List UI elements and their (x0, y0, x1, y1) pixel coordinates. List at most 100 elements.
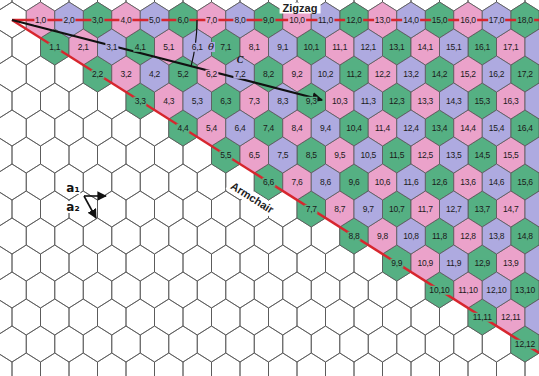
chirality-index: 11,10 (457, 286, 479, 295)
chirality-index: 10,7 (388, 205, 406, 214)
chirality-index: 2,2 (91, 70, 104, 79)
chirality-index: 8,8 (347, 232, 360, 241)
chirality-index: 12,0 (345, 16, 363, 25)
chirality-index: 8,1 (248, 43, 261, 52)
chirality-index: 14,4 (459, 124, 477, 133)
chirality-index: 8,4 (290, 124, 303, 133)
chirality-index: 1,1 (48, 43, 61, 52)
chirality-index: 11,7 (417, 205, 434, 214)
chirality-index: 11,6 (402, 178, 419, 187)
chirality-index: 11,3 (360, 97, 377, 106)
chirality-index: 5,2 (176, 70, 189, 79)
pink-hexagons (26, 2, 539, 376)
chirality-index: 7,0 (205, 16, 218, 25)
chirality-index: 11,9 (445, 259, 462, 268)
chirality-index: 7,2 (233, 70, 246, 79)
chirality-index: 4,4 (176, 124, 189, 133)
armchair-line (12, 20, 539, 353)
chirality-index: 12,1 (359, 43, 377, 52)
chirality-index: 11,1 (331, 43, 348, 52)
chirality-index: 10,10 (428, 286, 450, 295)
chirality-index: 3,3 (134, 97, 147, 106)
chirality-index: 6,0 (176, 16, 189, 25)
chirality-index: 11,4 (374, 124, 391, 133)
chirality-index: 7,4 (262, 124, 275, 133)
chirality-index: 13,8 (488, 232, 506, 241)
chirality-index: 15,5 (502, 151, 520, 160)
chirality-index: 4,2 (148, 70, 161, 79)
chirality-index: 13,10 (514, 286, 536, 295)
chirality-index: 10,8 (402, 232, 420, 241)
chirality-index: 16,4 (516, 124, 534, 133)
chirality-index: 2,1 (77, 43, 90, 52)
chirality-index: 14,7 (502, 205, 520, 214)
chirality-index: 8,2 (262, 70, 275, 79)
chirality-index: 7,1 (219, 43, 232, 52)
chirality-index: 6,1 (191, 43, 204, 52)
chiral-vector (12, 20, 322, 100)
chirality-index: 9,6 (347, 178, 360, 187)
chirality-index: 4,1 (134, 43, 147, 52)
chirality-index: 15,1 (445, 43, 463, 52)
chirality-index: 16,2 (488, 70, 506, 79)
chirality-index: 13,0 (374, 16, 392, 25)
chirality-index: 15,6 (516, 178, 534, 187)
chirality-index: 15,4 (488, 124, 506, 133)
chirality-index: 9,5 (333, 151, 346, 160)
chirality-index: 11,2 (345, 70, 362, 79)
chirality-index: 6,5 (248, 151, 261, 160)
chirality-index: 6,4 (233, 124, 246, 133)
chirality-index: 15,0 (431, 16, 449, 25)
chirality-index: 15,2 (459, 70, 477, 79)
chirality-index: 6,2 (205, 70, 218, 79)
basis-vector-label: a₁ (65, 182, 80, 194)
chirality-index: 8,5 (305, 151, 318, 160)
chirality-index: 13,1 (388, 43, 406, 52)
chirality-index: 13,6 (459, 178, 477, 187)
chirality-index: 6,3 (219, 97, 232, 106)
chirality-index: 17,0 (488, 16, 506, 25)
chirality-index: 12,4 (402, 124, 420, 133)
chirality-index: 14,8 (516, 232, 534, 241)
chirality-index: 13,2 (402, 70, 420, 79)
chirality-index: 11,0 (317, 16, 334, 25)
chirality-index: 5,1 (162, 43, 175, 52)
chirality-index: 9,9 (390, 259, 403, 268)
chirality-index: 14,1 (416, 43, 434, 52)
chirality-index: 10,1 (302, 43, 320, 52)
zigzag-label: Zigzag (280, 3, 321, 14)
chirality-index: 7,5 (276, 151, 289, 160)
chirality-index: 3,2 (119, 70, 132, 79)
chirality-index: 12,7 (445, 205, 463, 214)
chirality-index: 12,9 (473, 259, 491, 268)
chirality-index: 10,3 (331, 97, 349, 106)
chirality-index: 12,8 (459, 232, 477, 241)
chirality-index: 11,11 (472, 313, 493, 322)
chirality-index: 5,0 (148, 16, 161, 25)
chirality-index: 8,7 (333, 205, 346, 214)
chirality-index: 7,6 (290, 178, 303, 187)
chirality-index: 12,10 (485, 286, 507, 295)
chirality-index: 7,3 (248, 97, 261, 106)
chirality-index: 9,8 (376, 232, 389, 241)
chirality-index: 12,2 (374, 70, 392, 79)
chirality-index: 10,9 (416, 259, 434, 268)
chirality-index: 16,3 (502, 97, 520, 106)
chirality-index: 5,4 (205, 124, 218, 133)
chirality-index: 11,5 (388, 151, 405, 160)
chirality-index: 14,3 (445, 97, 463, 106)
chirality-index: 11,8 (431, 232, 448, 241)
basis-vector-label: a₂ (65, 201, 80, 213)
chirality-index: 9,2 (290, 70, 303, 79)
chirality-index: 9,3 (305, 97, 318, 106)
chirality-index: 12,6 (431, 178, 449, 187)
chirality-index: 8,0 (233, 16, 246, 25)
a1-vector (84, 195, 106, 197)
chirality-index: 14,0 (402, 16, 420, 25)
chirality-index: 12,11 (500, 313, 522, 322)
chirality-index: 9,4 (319, 124, 332, 133)
chirality-index: 13,4 (431, 124, 449, 133)
chirality-index: 2,0 (62, 16, 75, 25)
